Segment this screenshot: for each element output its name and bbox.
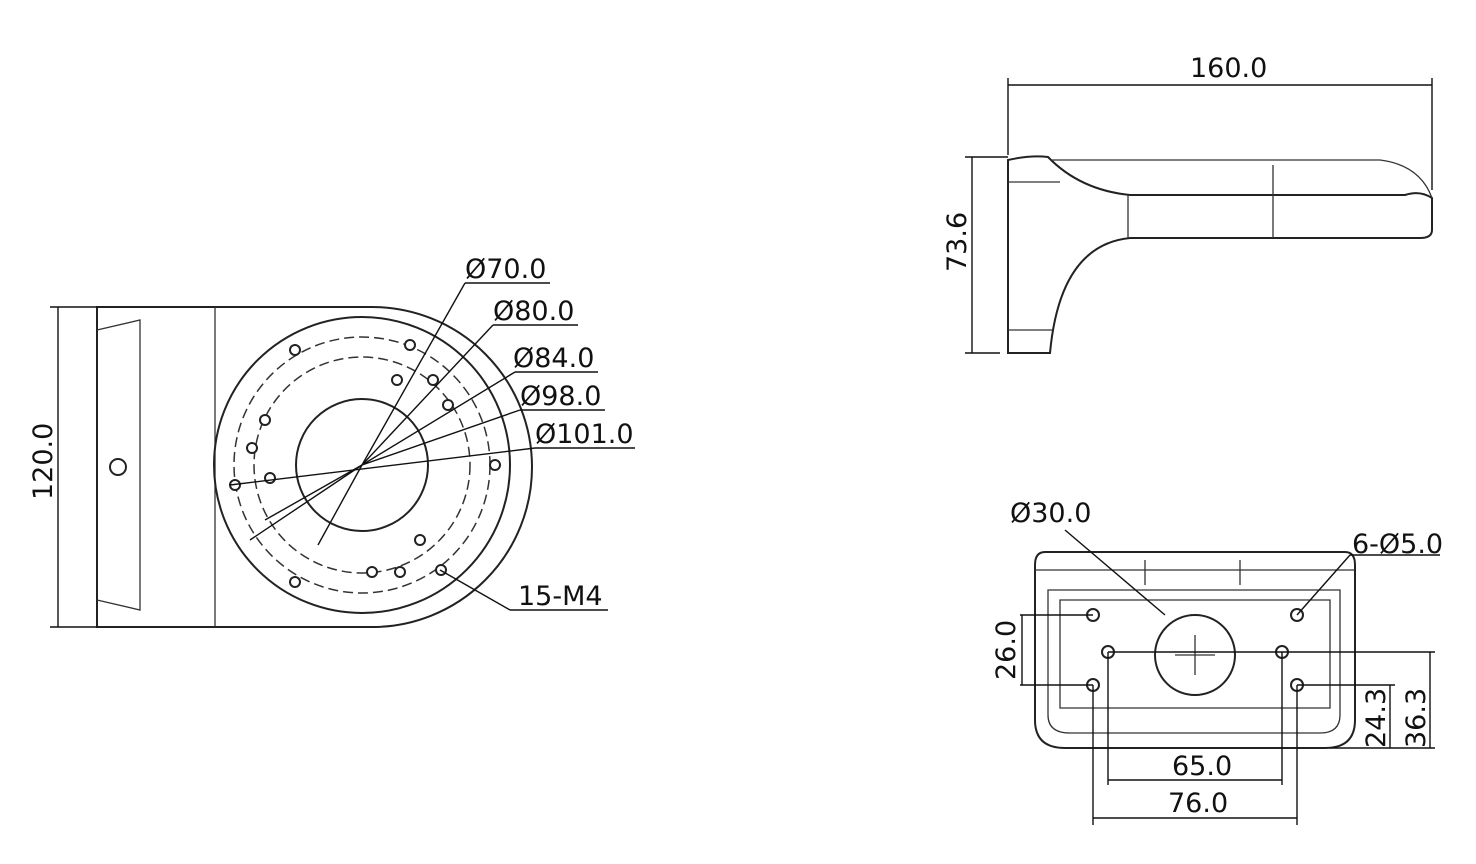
dim-76: 76.0 [1168,788,1228,819]
dim-24-3: 24.3 [1361,688,1392,748]
m4-hole [404,339,416,351]
side-view: 160.0 73.6 [942,53,1433,354]
m4-hole [414,534,426,546]
dim-d98: Ø98.0 [520,381,601,412]
dim-d80: Ø80.0 [493,296,574,327]
m4-hole [489,459,501,471]
bolt-circle [253,356,471,574]
dim-36-3: 36.3 [1401,688,1432,748]
dim-6-d5: 6-Ø5.0 [1352,529,1443,560]
crosshair-icon [1175,635,1215,675]
bracket-outline [96,306,533,628]
dim-d70: Ø70.0 [465,254,546,285]
edge-line [1035,560,1355,734]
edge-line [1008,159,1433,331]
m4-hole [442,399,454,411]
m4-hole [391,374,403,386]
dim-65: 65.0 [1172,751,1232,782]
dim-d84: Ø84.0 [513,343,594,374]
base-outline [1034,551,1356,749]
m4-hole [289,576,301,588]
center-hole [295,398,429,532]
cable-hole [1154,614,1236,696]
dim-26: 26.0 [991,620,1022,680]
m4-hole [264,472,276,484]
m4-hole [427,374,439,386]
flange-circle [213,316,511,614]
m4-hole [259,414,271,426]
dim-d30: Ø30.0 [1010,498,1091,529]
m4-hole [366,566,378,578]
screw-icon [109,458,127,476]
arm-outline [1007,155,1433,354]
dim-height-73-6: 73.6 [942,212,973,272]
top-view: Ø70.0 Ø80.0 Ø84.0 Ø98.0 Ø101.0 15-M4 120… [28,254,635,628]
m4-hole [246,442,258,454]
m4-hole [289,344,301,356]
dim-15-m4: 15-M4 [518,581,603,612]
m4-hole [394,566,406,578]
edge-line [96,319,141,611]
dim-height-120: 120.0 [28,423,59,500]
dim-width-160: 160.0 [1190,53,1267,84]
dim-d101: Ø101.0 [535,419,634,450]
front-view: Ø30.0 6-Ø5.0 26.0 24.3 36.3 65.0 76.0 [991,498,1443,825]
